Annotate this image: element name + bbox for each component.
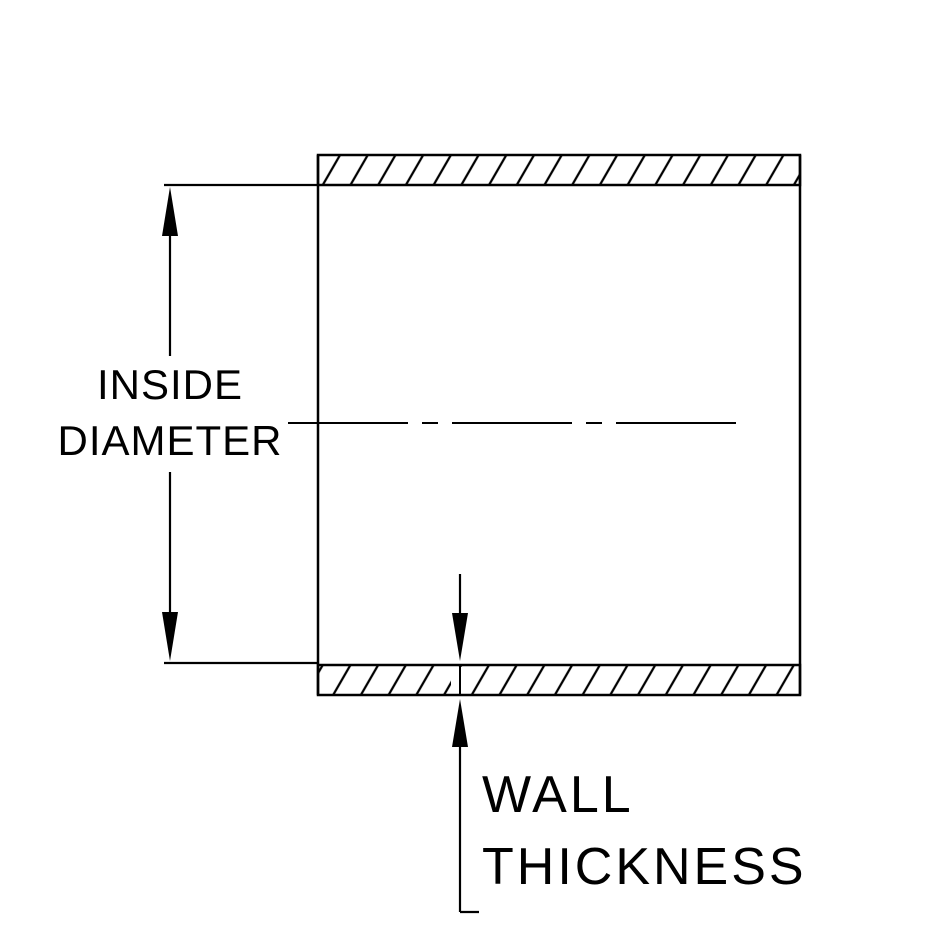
wall-thickness-label-line1: WALL [482, 766, 634, 824]
inside-diameter-label-line1: INSIDE [97, 361, 243, 408]
wall-thickness-arrow-up [452, 699, 468, 747]
wall-thickness-label-line2: THICKNESS [482, 838, 807, 896]
top-wall-hatched-section [316, 153, 802, 187]
inside-diameter-arrow-up [162, 187, 178, 236]
inside-diameter-label-line2: DIAMETER [57, 417, 282, 464]
bottom-wall-hatched-section [316, 663, 802, 697]
wall-thickness-arrow-down [452, 613, 468, 661]
inside-diameter-arrow-down [162, 612, 178, 661]
